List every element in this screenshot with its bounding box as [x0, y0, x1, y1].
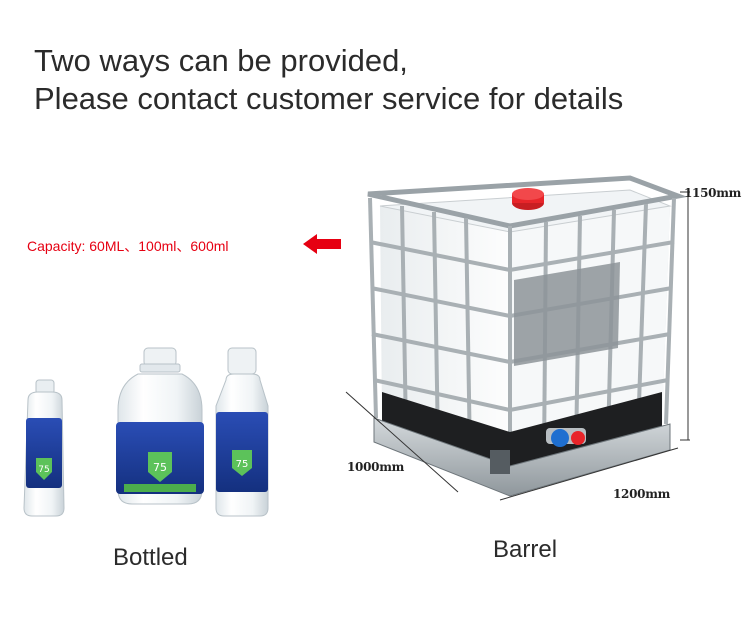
headline-line-2: Please contact customer service for deta… — [34, 81, 624, 116]
bottle-60ml: 75 — [23, 379, 65, 517]
barrel-label: Barrel — [493, 536, 558, 563]
bottle-100ml: 75 — [215, 347, 269, 517]
depth-dimension: 1000mm — [347, 460, 404, 474]
svg-text:75: 75 — [153, 461, 167, 474]
height-dimension: 1150mm — [684, 186, 741, 200]
bottle-600ml: 75 — [116, 347, 204, 505]
bottles-image: 75 75 75 — [23, 347, 269, 517]
arrow-left-icon — [303, 234, 341, 254]
width-dimension: 1200mm — [613, 487, 670, 501]
headline: Two ways can be provided, Please contact… — [34, 42, 623, 118]
headline-line-1: Two ways can be provided, — [34, 43, 408, 78]
capacity-text: Capacity: 60ML、100ml、600ml — [27, 238, 229, 254]
bottled-label: Bottled — [113, 544, 188, 571]
svg-text:75: 75 — [38, 465, 49, 475]
svg-text:75: 75 — [236, 459, 249, 470]
ibc-tote-image — [345, 175, 690, 501]
